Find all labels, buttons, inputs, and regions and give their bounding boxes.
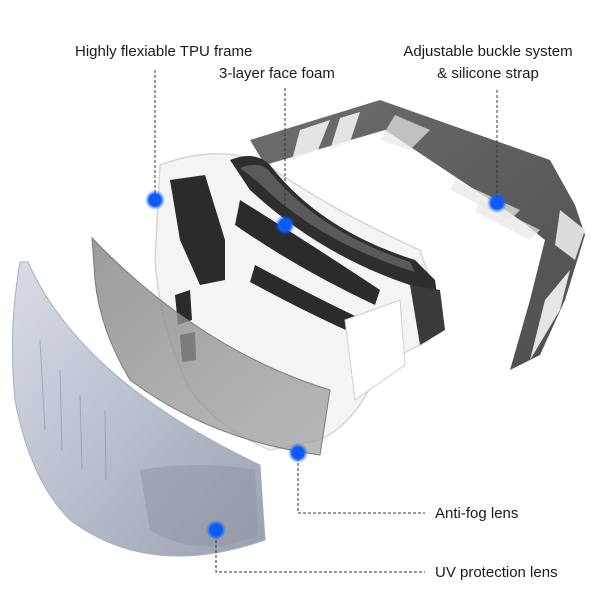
callout-label-tpu-frame: Highly flexiable TPU frame (75, 43, 253, 60)
uv-protection-lens-shape (11, 261, 266, 557)
leader-lines (154, 70, 498, 573)
callout-label-anti-fog-lens: Anti-fog lens (435, 505, 519, 522)
anti-fog-lens-shape (91, 236, 331, 456)
leader-line-uv-lens (215, 535, 425, 573)
callout-label-face-foam: 3-layer face foam (219, 65, 335, 82)
leader-line-anti-fog-lens (297, 458, 425, 514)
face-foam (230, 156, 445, 345)
callout-dots (145, 190, 507, 540)
callout-label-buckle-strap: Adjustable buckle system & silicone stra… (398, 43, 578, 83)
callout-label-buckle-line2: & silicone strap (437, 65, 539, 82)
callout-label-uv-lens: UV protection lens (435, 564, 558, 581)
tpu-frame (154, 153, 441, 451)
callout-label-buckle-line1: Adjustable buckle system (403, 43, 573, 60)
